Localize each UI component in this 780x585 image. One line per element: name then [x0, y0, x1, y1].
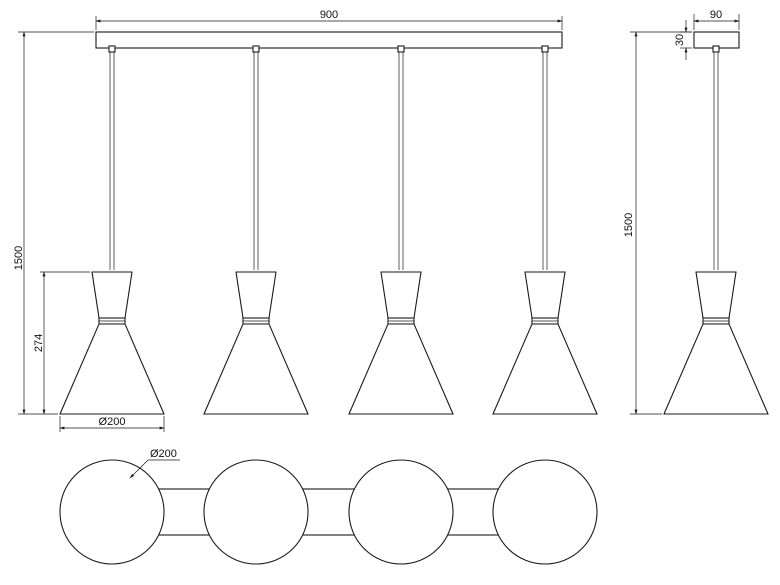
dim-label-1500-side: 1500 — [623, 213, 635, 237]
front-view: 900 1500 274 Ø200 — [13, 9, 598, 432]
pendant-1 — [59, 45, 165, 415]
dimension-total-height-side: 1500 — [623, 31, 692, 415]
pendant-side — [663, 45, 769, 415]
dim-label-30: 30 — [674, 34, 686, 46]
side-view: 90 30 1500 — [623, 9, 769, 415]
shade-top-2 — [203, 459, 309, 565]
dimension-top-diameter: Ø200 — [129, 448, 180, 479]
shade-top-4 — [492, 459, 598, 565]
pendant-2 — [203, 45, 309, 415]
dim-label-274: 274 — [33, 334, 45, 352]
dim-label-900: 900 — [320, 9, 338, 21]
top-view: Ø200 — [59, 448, 598, 565]
shade-top-3 — [348, 459, 454, 565]
dimension-shade-diameter: Ø200 — [59, 416, 165, 432]
dim-label-shade-diameter: Ø200 — [99, 416, 126, 428]
dim-label-top-diameter: Ø200 — [150, 448, 177, 460]
dimension-shade-height: 274 — [33, 271, 90, 415]
dim-label-90: 90 — [710, 9, 722, 21]
dimension-total-height-front: 1500 — [13, 31, 94, 415]
dimension-canopy-depth: 90 — [693, 9, 740, 30]
dim-label-1500-front: 1500 — [13, 246, 25, 270]
pendant-4 — [492, 45, 598, 415]
shade-top-1 — [59, 459, 165, 565]
dimension-canopy-height: 30 — [674, 20, 692, 60]
canopy-bar — [95, 31, 563, 49]
pendant-3 — [348, 45, 454, 415]
dimension-canopy-length: 900 — [95, 9, 563, 30]
